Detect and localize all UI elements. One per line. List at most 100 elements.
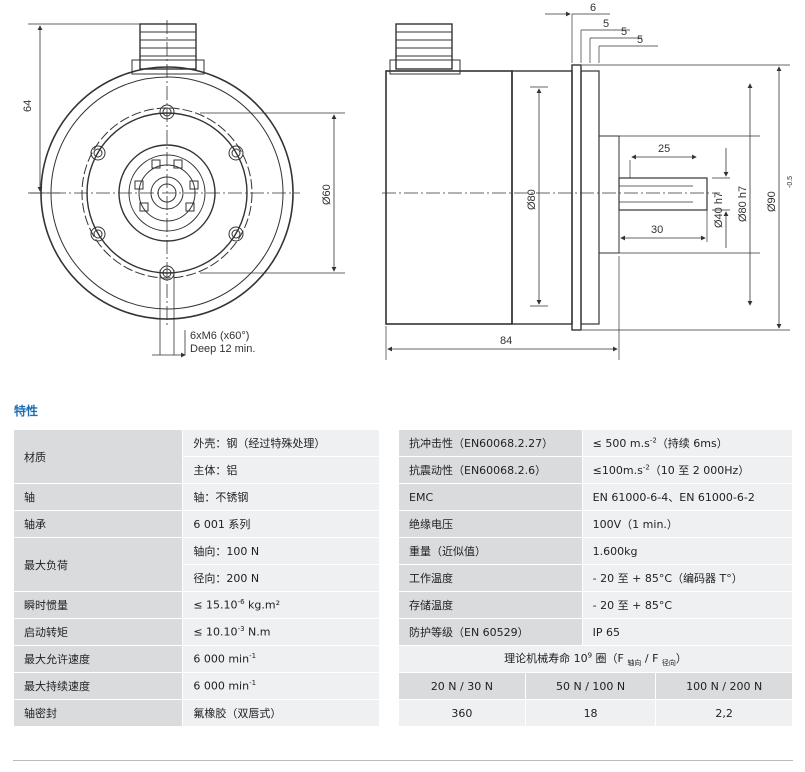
table-row: 存储温度 - 20 至 + 85°C — [398, 591, 794, 619]
table-row: 径向：200 N — [14, 564, 380, 592]
right-spec-table: 抗冲击性（EN60068.2.27） ≤ 500 m.s-2（持续 6ms） 抗… — [398, 429, 794, 727]
shaft-label: 轴 — [12, 483, 184, 511]
dim-d60: Ø60 — [321, 184, 333, 205]
dim-d90: Ø90 — [766, 191, 778, 212]
maxspeed-value-exp: -1 — [249, 652, 257, 661]
inertia-value-unit: kg.m² — [244, 598, 281, 612]
table-row: 20 N / 30 N 50 N / 100 N 100 N / 200 N — [398, 672, 793, 700]
storage-temp-label: 存储温度 — [398, 591, 583, 619]
table-row: 瞬时惯量 ≤ 15.10-6 kg.m² — [12, 591, 380, 619]
table-row: 工作温度 - 20 至 + 85°C（编码器 T°） — [398, 564, 794, 592]
inertia-value-exp: -6 — [237, 598, 245, 607]
left-spec-table: 材质 外壳：钢（经过特殊处理） 主体：铝 轴 轴：不锈钢 轴承 6 001 系列… — [12, 429, 380, 727]
bearing-value: 6 001 系列 — [182, 510, 380, 538]
operating-temp-label: 工作温度 — [398, 564, 583, 592]
shock-value-a: ≤ 500 m.s — [592, 437, 650, 450]
life-header-b: 圈（F — [592, 651, 628, 665]
inertia-value: ≤ 15.10-6 kg.m² — [182, 591, 380, 619]
material-housing: 外壳：钢（经过特殊处理） — [182, 429, 380, 457]
torque-value-a: ≤ 10.10 — [193, 625, 238, 639]
contspeed-value: 6 000 min-1 — [182, 672, 380, 700]
life-header-d: ） — [675, 651, 687, 665]
vibration-value-exp: -2 — [642, 463, 650, 472]
life-val-3: 2,2 — [655, 699, 793, 727]
hole-note-line2: Deep 12 min. — [190, 343, 255, 355]
maxload-radial: 径向：200 N — [182, 564, 380, 592]
maxspeed-value-a: 6 000 min — [193, 652, 250, 666]
bottom-divider — [13, 760, 793, 761]
life-header-radial: 径向 — [661, 659, 676, 668]
seal-label: 轴密封 — [12, 699, 184, 727]
seal-value: 氟橡胶（双唇式） — [182, 699, 380, 727]
protection-value: IP 65 — [581, 618, 794, 646]
life-val-2: 18 — [524, 699, 657, 727]
life-header-c: / F — [641, 651, 662, 665]
vibration-value-b: （10 至 2 000Hz） — [649, 464, 750, 477]
material-label: 材质 — [12, 429, 184, 484]
emc-value: EN 61000-6-4、EN 61000-6-2 — [581, 483, 794, 511]
shock-label: 抗冲击性（EN60068.2.27） — [398, 429, 583, 457]
shock-value-b: （持续 6ms） — [656, 437, 728, 450]
table-row: 最大允许速度 6 000 min-1 — [12, 645, 380, 673]
operating-temp-value: - 20 至 + 85°C（编码器 T°） — [581, 564, 794, 592]
torque-value: ≤ 10.10-3 N.m — [182, 618, 380, 646]
table-row: 最大负荷 轴向：100 N — [12, 537, 380, 592]
contspeed-label: 最大持续速度 — [12, 672, 184, 700]
vibration-value: ≤100m.s-2（10 至 2 000Hz） — [581, 456, 794, 484]
maxload-label: 最大负荷 — [12, 537, 184, 592]
dim-d40h7: Ø40 h7 — [713, 192, 725, 228]
hole-note-line1: 6xM6 (x60°) — [190, 330, 249, 342]
dim-6: 6 — [590, 2, 596, 14]
dim-84: 84 — [500, 335, 512, 347]
front-view — [28, 20, 345, 358]
vibration-label: 抗震动性（EN60068.2.6） — [398, 456, 583, 484]
weight-label: 重量（近似值） — [398, 537, 583, 565]
torque-value-exp: -3 — [237, 625, 245, 634]
table-row: 抗冲击性（EN60068.2.27） ≤ 500 m.s-2（持续 6ms） — [398, 429, 794, 457]
table-row: 绝缘电压 100V（1 min.） — [398, 510, 794, 538]
table-row: 最大持续速度 6 000 min-1 — [12, 672, 380, 700]
bearing-label: 轴承 — [12, 510, 184, 538]
vibration-value-a: ≤100m.s — [592, 464, 643, 477]
inertia-value-a: ≤ 15.10 — [193, 598, 238, 612]
table-row: 重量（近似值） 1.600kg — [398, 537, 794, 565]
table-row: 理论机械寿命 109 圈（F 轴向 / F 径向） — [398, 645, 793, 673]
dim-25: 25 — [658, 143, 670, 155]
contspeed-value-exp: -1 — [249, 679, 257, 688]
dim-64: 64 — [22, 100, 34, 112]
protection-label: 防护等级（EN 60529） — [398, 618, 583, 646]
table-row: 抗震动性（EN60068.2.6） ≤100m.s-2（10 至 2 000Hz… — [398, 456, 794, 484]
dim-d90-tolerance: -0.5 — [787, 176, 794, 188]
torque-label: 启动转矩 — [12, 618, 184, 646]
dim-30: 30 — [651, 224, 663, 236]
weight-value: 1.600kg — [581, 537, 794, 565]
side-view — [382, 11, 790, 360]
technical-drawing: 64 Ø60 6xM6 (x60°) Deep 12 min. — [0, 0, 805, 380]
life-header-a: 理论机械寿命 10 — [504, 651, 588, 665]
dim-5-c: 5 — [637, 34, 643, 46]
emc-label: EMC — [398, 483, 583, 511]
maxspeed-value: 6 000 min-1 — [182, 645, 380, 673]
maxspeed-label: 最大允许速度 — [12, 645, 184, 673]
table-row: EMC EN 61000-6-4、EN 61000-6-2 — [398, 483, 794, 511]
shaft-value: 轴：不锈钢 — [182, 483, 380, 511]
insulation-value: 100V（1 min.） — [581, 510, 794, 538]
table-row: 360 18 2,2 — [398, 699, 793, 727]
dim-d80h7: Ø80 h7 — [737, 186, 749, 222]
shock-value-exp: -2 — [649, 436, 657, 445]
insulation-label: 绝缘电压 — [398, 510, 583, 538]
maxload-axial: 轴向：100 N — [182, 537, 380, 565]
life-col-1: 20 N / 30 N — [398, 672, 526, 700]
contspeed-value-a: 6 000 min — [193, 679, 250, 693]
life-col-3: 100 N / 200 N — [655, 672, 793, 700]
life-header-exp: 9 — [587, 651, 593, 660]
inertia-label: 瞬时惯量 — [12, 591, 184, 619]
section-title: 特性 — [14, 404, 39, 418]
life-header: 理论机械寿命 109 圈（F 轴向 / F 径向） — [398, 645, 793, 673]
shock-value: ≤ 500 m.s-2（持续 6ms） — [581, 429, 794, 457]
table-row: 启动转矩 ≤ 10.10-3 N.m — [12, 618, 380, 646]
torque-value-unit: N.m — [244, 625, 271, 639]
table-row: 轴承 6 001 系列 — [12, 510, 380, 538]
material-body: 主体：铝 — [182, 456, 380, 484]
table-row: 轴 轴：不锈钢 — [12, 483, 380, 511]
